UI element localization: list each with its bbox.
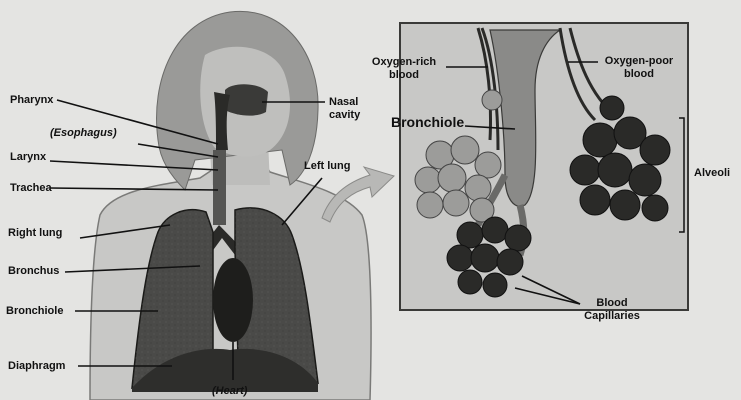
oxygen-poor-blood-label: blood	[594, 68, 684, 80]
right-lung-label: Right lung	[8, 227, 62, 239]
heart-shape	[213, 258, 253, 342]
larynx-label: Larynx	[10, 151, 46, 163]
diaphragm-label: Diaphragm	[8, 360, 65, 372]
blood-label: Blood	[572, 297, 652, 309]
oxygen-poor-label: Oxygen-poor	[594, 55, 684, 67]
nasal-label: Nasal	[329, 96, 358, 108]
trachea-label: Trachea	[10, 182, 52, 194]
oxygen-rich-label: Oxygen-rich	[364, 56, 444, 68]
bronchiole-label: Bronchiole	[6, 305, 63, 317]
capillaries-label: Capillaries	[572, 310, 652, 322]
heart-label: (Heart)	[212, 385, 247, 397]
alveoli-label: Alveoli	[694, 167, 730, 179]
trachea-shape	[213, 150, 226, 225]
oxygen-rich-blood-label: blood	[364, 69, 444, 81]
bronchiole-inset-label: Bronchiole	[391, 115, 464, 130]
nasal-cavity-shape	[225, 84, 268, 115]
cavity-label: cavity	[329, 109, 360, 121]
left-lung-label: Left lung	[304, 160, 350, 172]
bronchiole-bulb	[482, 90, 502, 110]
pharynx-label: Pharynx	[10, 94, 53, 106]
bronchus-label: Bronchus	[8, 265, 59, 277]
esophagus-label: (Esophagus)	[50, 127, 117, 139]
